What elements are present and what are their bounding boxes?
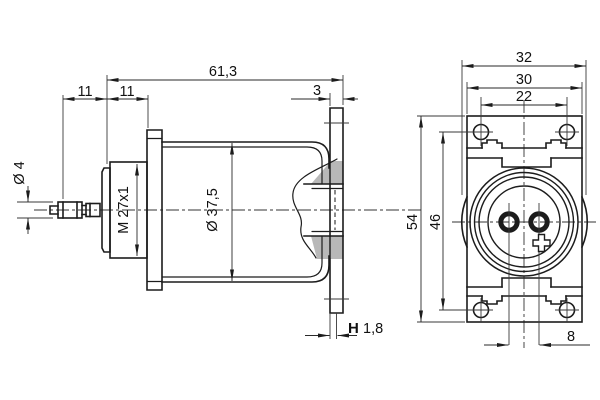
shell-bulge-left [460, 195, 469, 249]
dim-stroke-letter: H [348, 320, 359, 337]
flange-plate-side [324, 107, 349, 314]
dim-pin-diameter: Ø 4 [12, 161, 53, 234]
front-view: 32 30 22 54 46 8 [405, 50, 596, 348]
dim-overall-width-label: 32 [516, 50, 532, 66]
dim-seg-b-label: 11 [119, 84, 134, 100]
dim-flange-width: 30 [466, 72, 583, 114]
dim-terminal-pitch: 8 [484, 329, 590, 348]
dim-flange-thickness: 3 [291, 83, 358, 106]
dim-hole-pitch-h: 22 [480, 89, 568, 146]
dim-body-diameter-label: Ø 37,5 [205, 188, 221, 232]
dim-stroke-value: 1,8 [363, 321, 383, 337]
armature-tube [303, 183, 344, 237]
break-line [292, 158, 338, 259]
dim-flange-width-label: 30 [516, 72, 532, 88]
dim-total-length-label: 61,3 [209, 64, 237, 80]
dim-flange-height: 54 [405, 115, 465, 323]
section-fill-bottom [311, 236, 343, 259]
dim-hole-pitch-v: 46 [428, 131, 469, 311]
section-fill-top [311, 161, 343, 184]
shell-rings [469, 167, 579, 277]
plunger-pin [49, 201, 101, 219]
dim-flange-thickness-label: 3 [313, 83, 321, 99]
dim-hole-pitch-h-label: 22 [516, 89, 532, 105]
dim-segments: 11 11 [62, 75, 149, 199]
front-plate [146, 129, 163, 291]
dim-flange-height-label: 54 [405, 214, 421, 230]
dim-overall-width: 32 [461, 50, 587, 195]
side-view: Ø 4 11 11 61,3 3 M 27x1 [12, 64, 424, 339]
crimp-band-top [466, 139, 583, 168]
dim-stroke: H 1,8 [305, 313, 383, 339]
terminals [498, 203, 551, 345]
dim-pin-diameter-label: Ø 4 [12, 161, 28, 184]
body-shell [161, 141, 330, 283]
flange-plate-front [466, 115, 583, 323]
shell-bulge-right [580, 195, 589, 249]
crimp-band-bottom [466, 277, 583, 305]
dim-seg-a-label: 11 [77, 84, 92, 100]
dim-terminal-pitch-label: 8 [567, 329, 575, 345]
dim-thread: M 27x1 [116, 164, 140, 256]
dim-body-diameter: Ø 37,5 [205, 143, 235, 281]
polarity-plus-icon [532, 233, 551, 253]
dim-thread-label: M 27x1 [116, 186, 132, 234]
dim-hole-pitch-v-label: 46 [428, 214, 444, 230]
